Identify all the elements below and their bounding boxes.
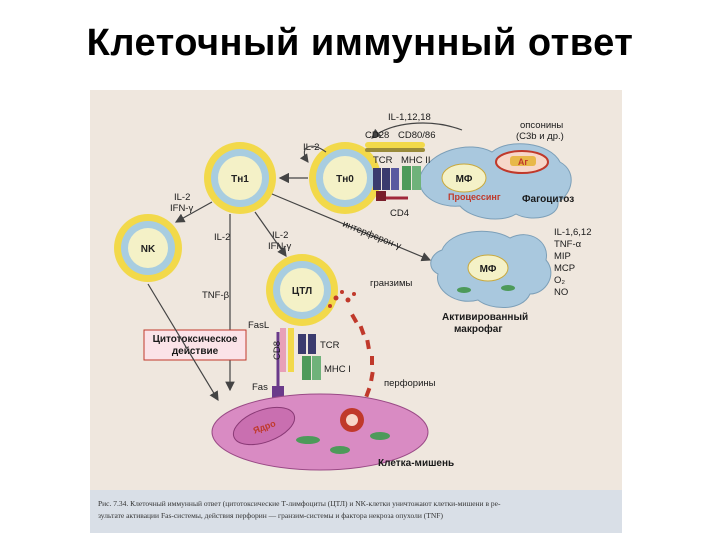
nk-cell: NK — [114, 214, 182, 282]
th0-cell: Тн0 — [309, 142, 381, 214]
cytokine-item: MIP — [554, 251, 571, 262]
tcr-top-label: TCR — [373, 155, 393, 166]
tnf-beta-label: TNF-β — [202, 290, 230, 301]
nk-label: NK — [141, 244, 156, 255]
immune-response-figure: Тн1 Тн0 NK ЦТЛ МФ Аг — [90, 90, 622, 533]
th1-to-nk-arrow — [174, 201, 213, 223]
cytokine-item: TNF-α — [554, 239, 582, 250]
fas-label: Fas — [252, 382, 268, 393]
cd4-label: CD4 — [390, 208, 409, 219]
cd8-label: CD8 — [272, 341, 283, 360]
cd28-label: CD28 — [365, 130, 389, 141]
cd80-86-label: CD80/86 — [398, 130, 436, 141]
il2-top-label: IL-2 — [303, 142, 319, 153]
cytokine-item: IL-1,6,12 — [554, 227, 592, 238]
perforins-label: перфорины — [384, 378, 436, 389]
th1-label: Тн1 — [231, 174, 249, 185]
cd28-cd80-complex — [365, 142, 425, 152]
target-cell: Ядро — [211, 393, 429, 471]
phagocytosis-label: Фагоцитоз — [522, 194, 574, 205]
mf-label: МФ — [456, 174, 473, 185]
il2-ifng-mid-label: IL-2 — [272, 230, 288, 241]
cytokine-list: IL-1,6,12 TNF-α MIP MCP O₂ NO — [554, 227, 592, 298]
processing-label: Процессинг — [448, 192, 501, 202]
cytotoxic-label: Цитотоксическое — [153, 334, 238, 345]
caption-line-2: зультате активации Fas-системы, действия… — [98, 511, 443, 520]
il2-ifng-left-label: IL-2 — [174, 192, 190, 203]
th0-label: Тн0 — [336, 174, 354, 185]
cytotoxic-label-2: действие — [172, 346, 219, 357]
slide-title: Клеточный иммунный ответ — [86, 22, 634, 64]
nk-to-target-arrow — [147, 283, 219, 402]
tcr-mhc2-complex — [373, 166, 421, 201]
il2-loop-arrow — [299, 145, 327, 163]
cytokine-item: O₂ — [554, 275, 565, 286]
macrophage-phagocytosis: МФ Аг — [419, 143, 572, 220]
th1-to-ctl-arrow — [254, 211, 287, 257]
figure-canvas: Тн1 Тн0 NK ЦТЛ МФ Аг — [90, 90, 622, 533]
activated-macrophage-label: Активированный — [442, 312, 528, 323]
il2-ifng-left-label-2: IFN-γ — [170, 203, 193, 214]
activated-macrophage-label-2: макрофаг — [454, 323, 503, 335]
caption-background — [90, 490, 622, 533]
ctl-label: ЦТЛ — [292, 286, 312, 297]
mhc1-label: MHC I — [324, 364, 351, 375]
target-cell-label: Клетка-мишень — [378, 458, 454, 469]
mf-activated-label: МФ — [480, 264, 497, 275]
ctl-cell: ЦТЛ — [266, 254, 338, 326]
activated-macrophage: МФ — [430, 230, 552, 309]
granzyme-dots — [328, 290, 356, 308]
ctl-receptors — [272, 328, 321, 398]
mhc2-label: MHC II — [401, 155, 431, 166]
cytokine-item: NO — [554, 287, 568, 298]
caption-line-1: Рис. 7.34. Клеточный иммунный ответ (цит… — [98, 499, 501, 508]
fasl-label: FasL — [248, 320, 269, 331]
il2-mid-label: IL-2 — [214, 232, 230, 243]
cytotoxic-action-box: Цитотоксическое действие — [143, 329, 247, 361]
il-1-12-18-label: IL-1,12,18 — [388, 112, 431, 123]
ag-label: Аг — [518, 157, 528, 167]
il-1-12-18-arrow — [371, 122, 463, 139]
opsonins-sub-label: (C3b и др.) — [516, 131, 564, 142]
opsonins-label: опсонины — [520, 120, 563, 131]
cytokine-item: MCP — [554, 263, 575, 274]
perforin-chain — [350, 313, 375, 398]
th1-cell: Тн1 — [204, 142, 276, 214]
interferon-arrow — [271, 193, 432, 262]
tcr-ctl-label: TCR — [320, 340, 340, 351]
granzymes-label: гранзимы — [370, 278, 412, 289]
